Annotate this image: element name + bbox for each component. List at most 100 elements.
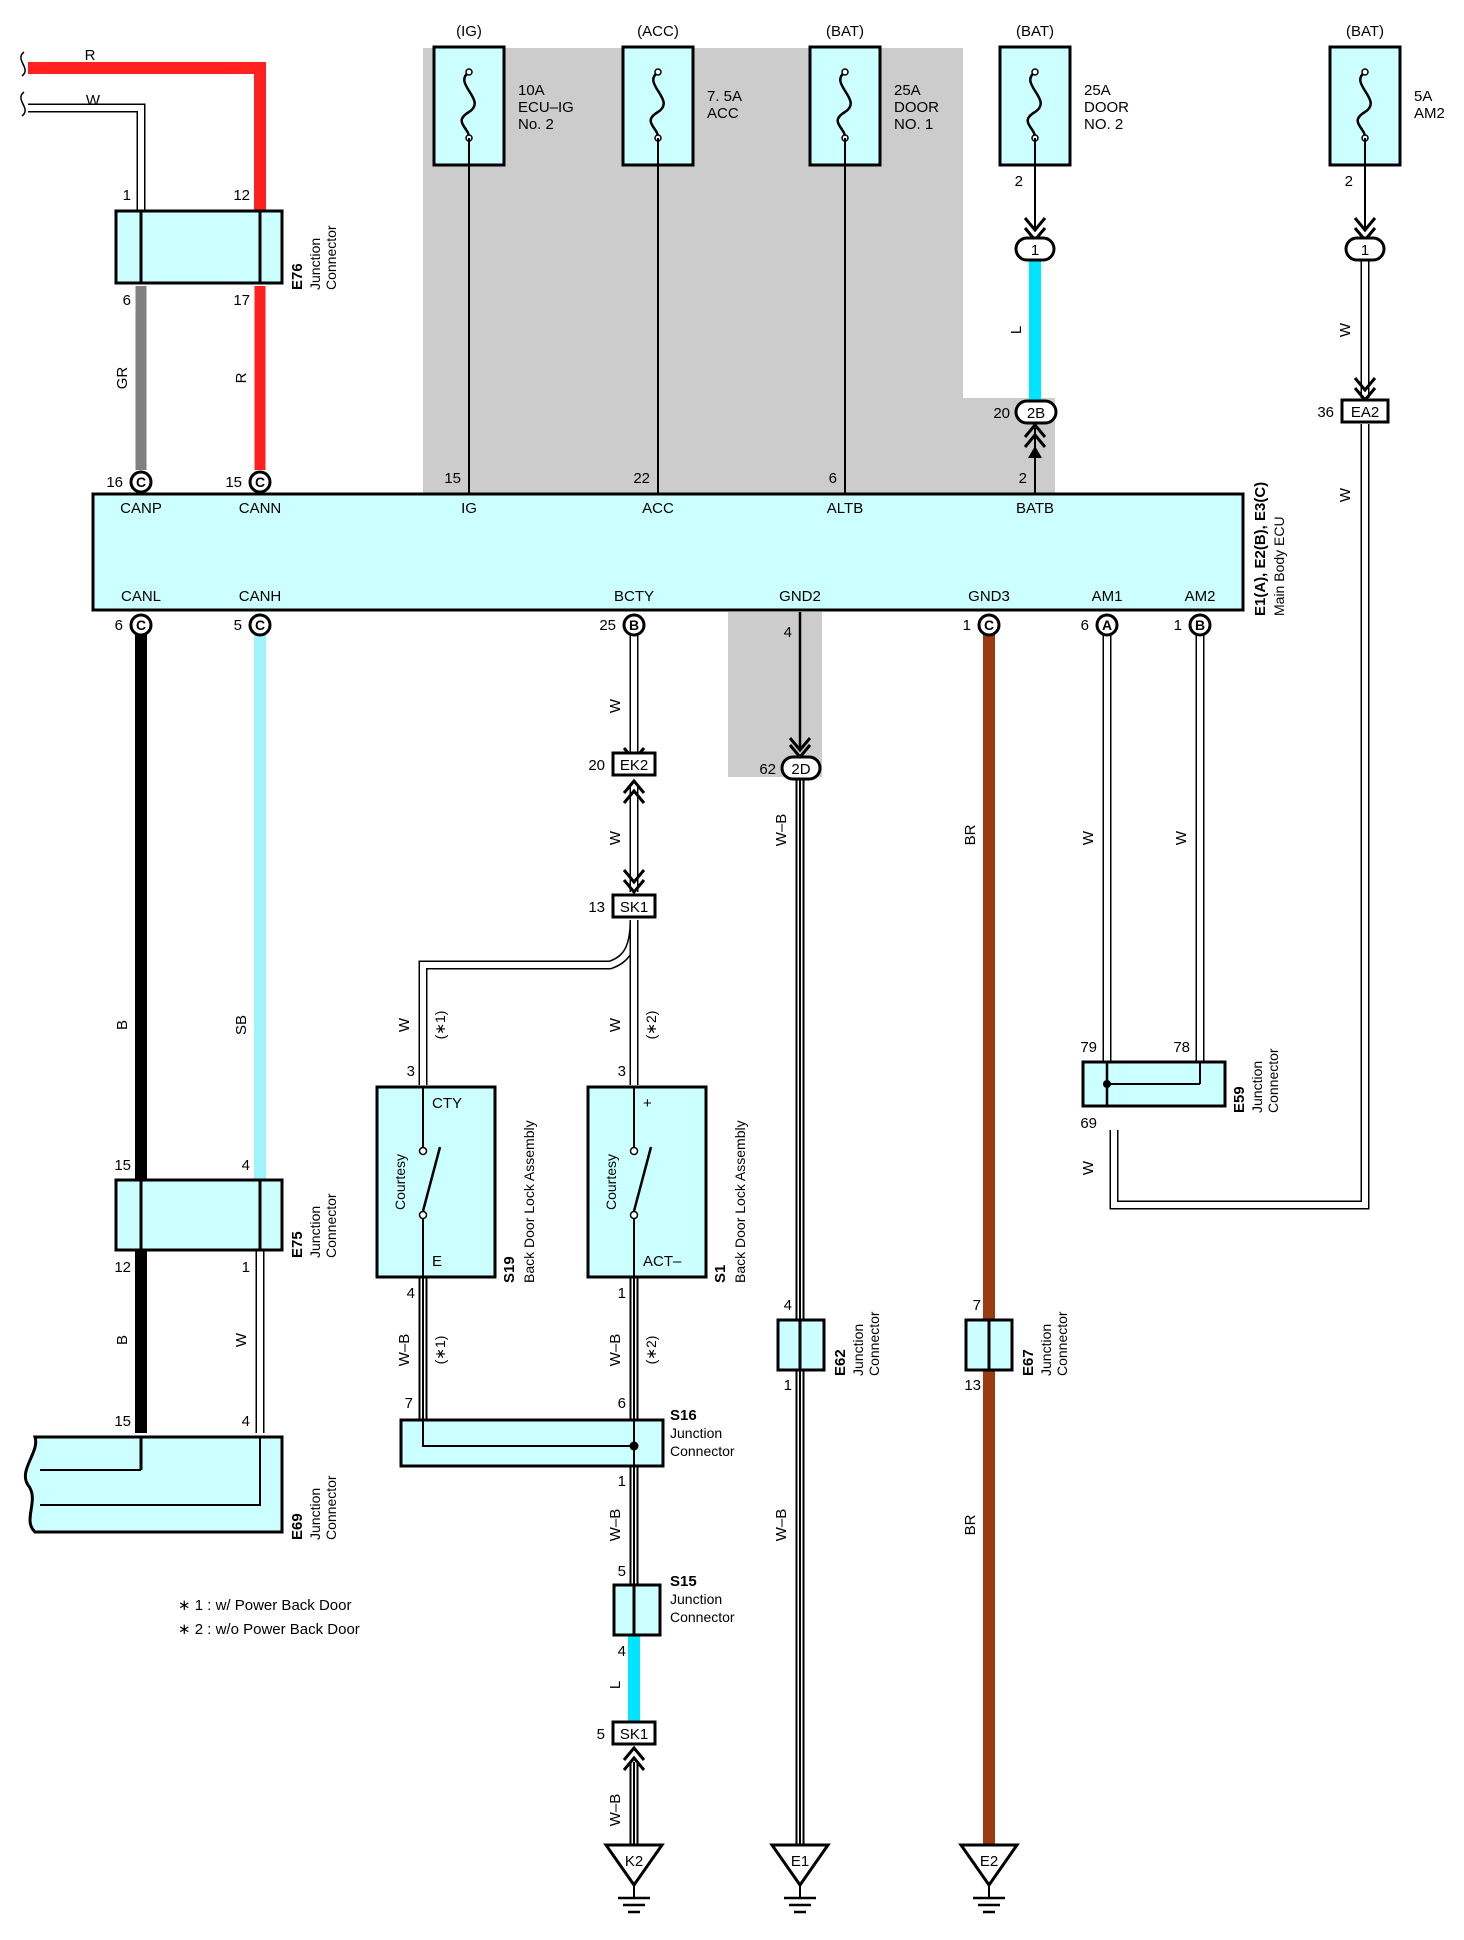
connector-e67: 7 13 E67 Junction Connector bbox=[964, 1297, 1070, 1394]
wire-color-label: W bbox=[607, 1017, 624, 1032]
pin-number: 15 bbox=[114, 1413, 131, 1430]
connector-label: Connector bbox=[1054, 1311, 1070, 1376]
switch-label: Courtesy bbox=[392, 1154, 408, 1210]
wire-color-label: W bbox=[607, 830, 624, 845]
connector-label: Connector bbox=[670, 1609, 735, 1625]
terminal-connector: C bbox=[255, 474, 265, 490]
main-body-ecu: C 16 CANP C 15 CANN 15 IG 22 ACC 6 ALTB … bbox=[91, 470, 1287, 641]
wire-color-label: W bbox=[1080, 830, 1097, 845]
pin-number: 15 bbox=[225, 474, 242, 491]
fuse-source-label: (BAT) bbox=[826, 23, 864, 40]
ground-point-e2: E2 bbox=[958, 1843, 1020, 1914]
connector-code: E69 bbox=[289, 1513, 306, 1540]
wire-color-label: W–B bbox=[607, 1509, 624, 1542]
wire-color-label: GR bbox=[114, 367, 131, 390]
wire-color-label: L bbox=[1008, 326, 1025, 334]
pin-number: 16 bbox=[106, 474, 123, 491]
terminal-name: ALTB bbox=[827, 500, 863, 517]
wire-w-s19 bbox=[418, 919, 639, 1085]
fuse-source-label: (ACC) bbox=[637, 23, 679, 40]
switch-s19-back-door-lock: CTY E Courtesy 3 4 S19 Back Door Lock As… bbox=[375, 1063, 537, 1302]
terminal-name: CANH bbox=[239, 588, 282, 605]
connector-label: Junction bbox=[307, 1206, 323, 1258]
inline-connector-sk1-upper: SK1 13 bbox=[588, 869, 657, 919]
terminal-name: BCTY bbox=[614, 588, 654, 605]
ground-point-k2: K2 bbox=[603, 1843, 665, 1914]
connector-s15: 5 4 S15 Junction Connector bbox=[612, 1563, 735, 1660]
connector-label: Connector bbox=[670, 1443, 735, 1459]
pin-number: 20 bbox=[588, 757, 605, 774]
pin-number: 6 bbox=[1081, 617, 1089, 634]
terminal-name: CANL bbox=[121, 588, 161, 605]
connector-code: 1 bbox=[1361, 242, 1369, 259]
pin-number: 2 bbox=[1019, 470, 1027, 487]
terminal-name: E bbox=[432, 1253, 442, 1270]
terminal-connector: C bbox=[255, 617, 265, 633]
wire-r-input bbox=[28, 62, 266, 210]
connector-label: Junction bbox=[670, 1425, 722, 1441]
pin-number: 1 bbox=[1174, 617, 1182, 634]
connector-code: E67 bbox=[1020, 1349, 1037, 1376]
inline-connector-ea2: EA2 36 bbox=[1317, 377, 1390, 424]
ecu-name: Main Body ECU bbox=[1271, 516, 1287, 616]
connector-e76: 1 12 6 17 E76 Junction Connector bbox=[114, 187, 339, 309]
wire-color-label: W–B bbox=[773, 1509, 790, 1542]
pin-number: 6 bbox=[123, 292, 131, 309]
wire-color-label: W bbox=[396, 1017, 413, 1032]
connector-s16: 7 6 1 S16 Junction Connector bbox=[399, 1395, 735, 1490]
pin-number: 13 bbox=[964, 1377, 981, 1394]
connector-code: E75 bbox=[289, 1231, 306, 1258]
component-code: S19 bbox=[501, 1256, 518, 1283]
wire-wb-s19 bbox=[418, 1277, 634, 1440]
fuse-name: ECU–IG bbox=[518, 99, 574, 116]
terminal-connector: B bbox=[1195, 617, 1205, 633]
ecu-code: E1(A), E2(B), E3(C) bbox=[1252, 482, 1269, 616]
wire-color-label: W bbox=[86, 92, 101, 109]
pin-number: 5 bbox=[234, 617, 242, 634]
terminal-name: AM1 bbox=[1092, 588, 1123, 605]
connector-label: Connector bbox=[323, 1475, 339, 1540]
connector-code: SK1 bbox=[620, 1726, 648, 1743]
connector-label: Junction bbox=[307, 1488, 323, 1540]
fuse-rating: 25A bbox=[1084, 82, 1111, 99]
switch-label: Courtesy bbox=[603, 1154, 619, 1210]
pin-number: 4 bbox=[618, 1643, 626, 1660]
wire-color-label: R bbox=[85, 47, 96, 64]
connector-label: Junction bbox=[307, 238, 323, 290]
fuse-name: DOOR bbox=[894, 99, 939, 116]
pin-number: 1 bbox=[618, 1473, 626, 1490]
fuse-source-label: (IG) bbox=[456, 23, 482, 40]
fuse-rating: 25A bbox=[894, 82, 921, 99]
terminal-connector: C bbox=[984, 617, 994, 633]
fuse-name-suffix: NO. 1 bbox=[894, 116, 933, 133]
connector-code: S15 bbox=[670, 1573, 697, 1590]
pin-number: 1 bbox=[618, 1285, 626, 1302]
pin-number: 6 bbox=[618, 1395, 626, 1412]
terminal-name: GND2 bbox=[779, 588, 821, 605]
fuse-rating: 5A bbox=[1414, 88, 1432, 105]
pin-number: 7 bbox=[973, 1297, 981, 1314]
fuse-ecu-ig-no2: (IG) 10A ECU–IG No. 2 bbox=[432, 23, 574, 167]
wire-color-label: W bbox=[1080, 1160, 1097, 1175]
terminal-connector: B bbox=[629, 617, 639, 633]
fuse-source-label: (BAT) bbox=[1016, 23, 1054, 40]
pin-number: 1 bbox=[963, 617, 971, 634]
pin-number: 4 bbox=[407, 1285, 415, 1302]
connector-e69: 15 4 E69 Junction Connector bbox=[24, 1413, 339, 1540]
terminal-name: BATB bbox=[1016, 500, 1054, 517]
arrow-icon bbox=[1028, 446, 1042, 458]
connector-label: Connector bbox=[323, 225, 339, 290]
connector-label: Junction bbox=[1038, 1324, 1054, 1376]
wire-color-label: W bbox=[1337, 487, 1354, 502]
fuse-name: AM2 bbox=[1414, 105, 1445, 122]
wire-color-label: R bbox=[233, 372, 250, 383]
connector-label: Junction bbox=[1249, 1061, 1265, 1113]
terminal-name: CANP bbox=[120, 500, 162, 517]
terminal-name: + bbox=[643, 1095, 652, 1112]
terminal-connector: C bbox=[136, 474, 146, 490]
pin-number: 3 bbox=[407, 1063, 415, 1080]
fuse-source-label: (BAT) bbox=[1346, 23, 1384, 40]
pin-number: 6 bbox=[115, 617, 123, 634]
pin-number: 1 bbox=[123, 187, 131, 204]
